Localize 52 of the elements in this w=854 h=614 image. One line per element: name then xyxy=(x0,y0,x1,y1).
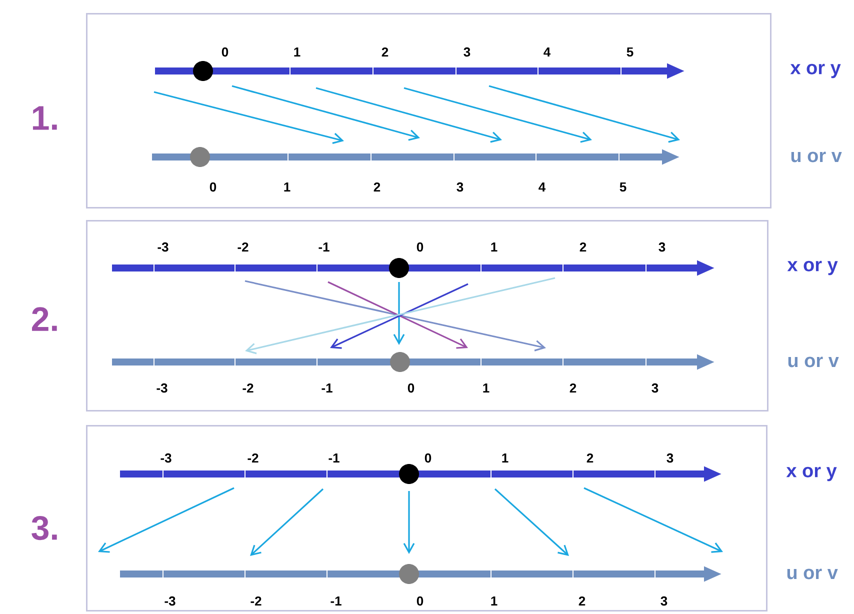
panel-label: 3. xyxy=(32,516,57,540)
tick-label: -2 xyxy=(238,242,248,252)
tick-label: 0 xyxy=(210,182,216,192)
tick-label: 1 xyxy=(483,384,490,392)
tick-label: -3 xyxy=(160,453,172,463)
tick-label: 5 xyxy=(620,182,626,192)
tick-label: 0 xyxy=(222,47,228,57)
tick-label: 2 xyxy=(570,383,576,393)
tick-label: -1 xyxy=(318,242,330,252)
tick-label: 1 xyxy=(294,48,300,56)
tick-label: 1 xyxy=(491,596,498,606)
tick-label: 1 xyxy=(502,454,508,462)
tick-label: 3 xyxy=(660,596,668,606)
tick-label: 3 xyxy=(658,242,666,252)
panel-label: x or y xyxy=(786,466,837,482)
panel-box xyxy=(86,13,772,208)
tick-label: 2 xyxy=(586,453,594,463)
tick-label: 4 xyxy=(544,48,551,56)
panel-box xyxy=(86,425,768,612)
tick-label: -3 xyxy=(158,242,168,252)
panel-label: x or y xyxy=(787,260,838,276)
panel-box xyxy=(86,220,768,412)
tick-label: 2 xyxy=(382,47,388,57)
tick-label: 0 xyxy=(416,596,424,606)
panel-label: u or v xyxy=(788,356,839,368)
tick-label: 3 xyxy=(456,182,464,192)
tick-label: 0 xyxy=(424,453,432,463)
tick-label: 5 xyxy=(626,47,634,57)
tick-label: 2 xyxy=(578,596,586,606)
tick-label: 3 xyxy=(652,383,658,393)
tick-label: -3 xyxy=(164,596,176,606)
tick-label: -1 xyxy=(328,454,340,462)
tick-label: -3 xyxy=(156,383,168,393)
tick-label: 3 xyxy=(666,453,674,463)
panel-label: u or v xyxy=(791,152,842,162)
tick-label: -1 xyxy=(330,596,342,606)
tick-label: 0 xyxy=(408,383,414,393)
tick-label: 4 xyxy=(538,182,546,192)
panel-label: 1. xyxy=(32,106,57,130)
tick-label: -2 xyxy=(248,453,258,463)
tick-label: -2 xyxy=(242,383,254,393)
tick-label: 1 xyxy=(284,182,290,192)
panel-label: x or y xyxy=(790,64,841,78)
tick-label: -2 xyxy=(250,596,262,606)
tick-label: 0 xyxy=(416,242,424,252)
tick-label: 2 xyxy=(374,182,380,192)
panel-label: u or v xyxy=(787,568,838,580)
tick-label: 2 xyxy=(580,242,586,252)
tick-label: -1 xyxy=(322,384,332,392)
tick-label: 1 xyxy=(491,242,498,252)
tick-label: 3 xyxy=(464,47,470,57)
panel-label: 2. xyxy=(32,307,57,331)
